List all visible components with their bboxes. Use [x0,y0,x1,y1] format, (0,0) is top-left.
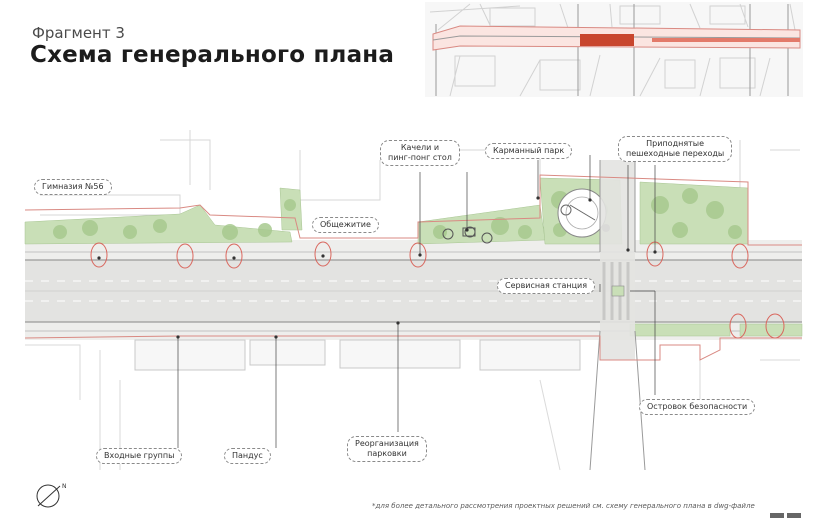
label-parking-line2: парковки [367,449,407,458]
label-parking: Реорганизация парковки [347,436,427,462]
label-gymnasium: Гимназия №56 [34,179,112,195]
fragment-label: Фрагмент 3 [32,24,125,42]
label-swings-line1: Качели и [400,143,440,152]
label-crossings-line1: Приподнятые [646,139,705,148]
logo-icon [770,513,801,518]
label-raised-crossings: Приподнятые пешеходные переходы [618,136,733,162]
page-title: Схема генерального плана [30,42,395,68]
footnote: *для более детального рассмотрения проек… [372,502,755,510]
label-swings: Качели и пинг-понг стол [380,140,460,166]
label-parking-line1: Реорганизация [355,439,419,448]
label-swings-line2: пинг-понг стол [388,153,452,162]
north-arrow-icon: N [36,483,67,508]
key-map [425,2,803,97]
label-ramp: Пандус [224,448,271,464]
plan-background [24,130,803,471]
label-service-station: Сервисная станция [497,278,596,294]
label-pocket-park: Карманный парк [485,143,573,159]
label-safety-island: Островок безопасности [639,399,756,415]
svg-text:N: N [62,483,67,490]
label-dormitory: Общежитие [312,217,379,233]
label-entrance-groups: Входные группы [96,448,183,464]
label-crossings-line2: пешеходные переходы [626,149,725,158]
